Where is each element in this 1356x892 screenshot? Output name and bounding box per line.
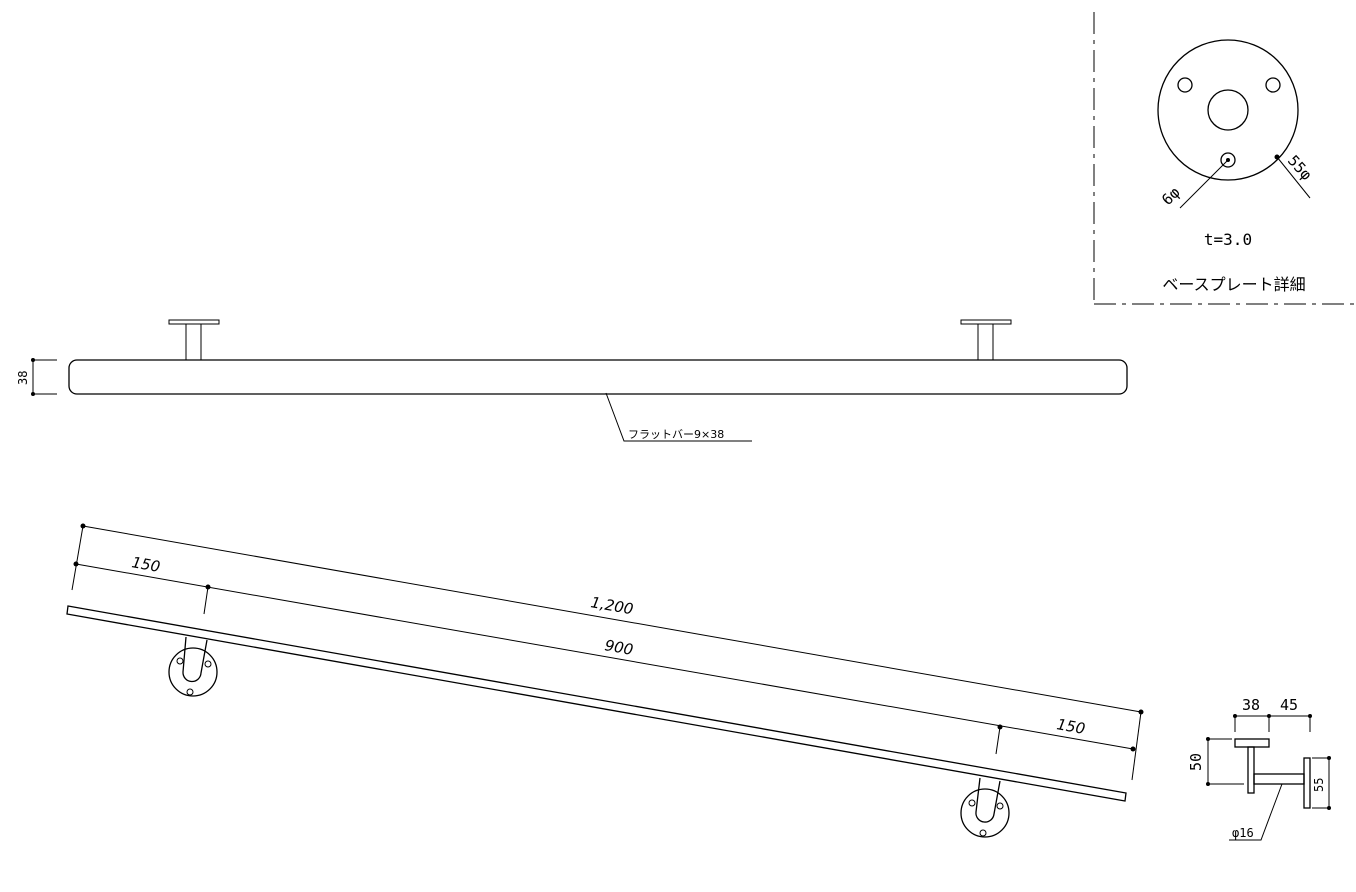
slope-left-hole-b (204, 660, 212, 668)
overall-dim-dot-right (1138, 709, 1144, 715)
slope-right-hole-a (968, 799, 976, 807)
overall-dim-ext-left (71, 525, 84, 591)
plate-leader-dot (1274, 154, 1280, 160)
base-plate-outline (1157, 39, 1299, 181)
hole-leader-dot (1226, 158, 1230, 162)
spacing-dim-dot-c (997, 724, 1003, 730)
side-arm (1253, 773, 1305, 785)
slope-left-plate (168, 647, 218, 697)
inclined-bar (66, 605, 1127, 802)
overall-dim-line (82, 525, 1142, 713)
base-plate-center-hole (1207, 89, 1249, 131)
side-height-label: 50 (1187, 753, 1205, 771)
right-bracket-post (977, 323, 994, 361)
side-section: 38 45 50 55 φ16 (1187, 696, 1331, 841)
spacing-dim-dot-b (205, 584, 211, 590)
hole-leader-line (1179, 159, 1229, 209)
side-projection-label: 45 (1280, 696, 1298, 714)
base-plate-detail: 6φ 55φ t=3.0 ベースプレート詳細 (1093, 12, 1356, 305)
slope-left-hole-a (176, 657, 184, 665)
side-right-dot-top (1327, 756, 1331, 760)
base-plate-hole-right (1265, 77, 1281, 93)
overall-dim-ext-right (1131, 711, 1142, 781)
left-bracket-post (185, 323, 202, 361)
detail-title: ベースプレート詳細 (1162, 275, 1305, 294)
slope-right-hole-c (979, 829, 987, 837)
left-bracket-plate (168, 319, 220, 325)
side-post (1247, 746, 1255, 794)
side-plate-label: 55 (1312, 778, 1326, 792)
overall-dim-dot-left (80, 523, 86, 529)
spacing-dim-line (75, 563, 1134, 750)
plate-thickness-label: t=3.0 (1204, 230, 1252, 249)
height-dim-dot-top (31, 358, 35, 362)
material-label: フラットバー9×38 (628, 428, 724, 441)
base-plate-hole-bottom (1220, 152, 1236, 168)
side-left-dot-bottom (1206, 782, 1210, 786)
slope-left-post (182, 636, 208, 683)
height-dim-dot-bottom (31, 392, 35, 396)
flat-bar (68, 359, 1128, 395)
overall-length-label: 1,200 (589, 593, 634, 618)
front-view: 38 フラットバー9×38 (16, 319, 1128, 442)
slope-left-hole-c (186, 688, 194, 696)
material-leader (605, 392, 752, 442)
plate-leader-line (1276, 156, 1311, 199)
plate-diameter-label: 55φ (1284, 152, 1316, 184)
side-right-dot-bottom (1327, 806, 1331, 810)
slope-right-plate (960, 788, 1010, 838)
right-offset-label: 150 (1055, 715, 1086, 738)
side-width-label: 38 (1242, 696, 1260, 714)
hole-diameter-label: 6φ (1158, 183, 1184, 209)
side-bar-section (1234, 738, 1270, 748)
bracket-spacing-label: 900 (603, 636, 634, 659)
base-plate-hole-left (1177, 77, 1193, 93)
side-wall-plate (1303, 757, 1311, 809)
spacing-dim-ext-right (995, 726, 1001, 755)
spacing-dim-ext-left (203, 586, 209, 615)
slope-right-post (975, 777, 1001, 823)
side-top-dot-b (1267, 714, 1271, 718)
slope-right-hole-b (996, 802, 1004, 810)
rod-leader (1229, 783, 1283, 841)
right-bracket-plate (960, 319, 1012, 325)
side-top-dot-a (1233, 714, 1237, 718)
spacing-dim-dot-a (73, 561, 79, 567)
front-height-label: 38 (16, 371, 30, 385)
side-left-dot-top (1206, 737, 1210, 741)
side-top-dot-c (1308, 714, 1312, 718)
slope-view: 1,200 150 900 150 (66, 523, 1144, 838)
rod-diameter-label: φ16 (1232, 826, 1254, 840)
left-offset-label: 150 (130, 553, 161, 576)
spacing-dim-dot-d (1130, 746, 1136, 752)
